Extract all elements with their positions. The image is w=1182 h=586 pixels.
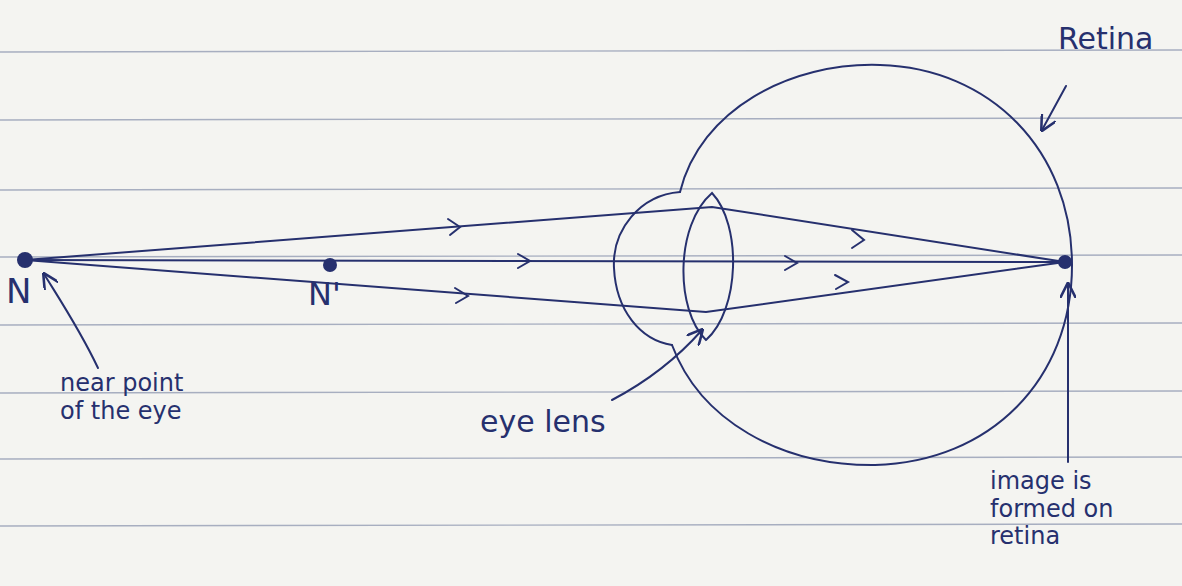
leader-arrow <box>1042 86 1066 130</box>
point-label: N <box>6 272 46 311</box>
light-ray <box>25 207 1065 262</box>
light-ray <box>25 260 1065 262</box>
callout-label: eye lens <box>480 405 630 440</box>
ray-arrow <box>785 256 797 270</box>
eyeball <box>672 65 1072 465</box>
callout-label: near point of the eye <box>60 370 210 425</box>
near-point-dot <box>17 252 33 268</box>
part-label: Retina <box>1058 22 1178 57</box>
leader-arrow <box>1067 284 1069 462</box>
ruled-lines <box>0 50 1182 526</box>
ray-arrow <box>455 288 468 303</box>
leader-arrow <box>612 330 702 400</box>
light-ray <box>25 260 1065 312</box>
ray-arrow <box>835 275 848 289</box>
image-dot <box>1058 255 1072 269</box>
ray-arrow <box>518 254 530 268</box>
callout-label: image is formed on retina <box>990 468 1165 551</box>
cornea <box>614 192 680 345</box>
eye-lens <box>683 193 733 340</box>
leader-arrow <box>44 274 98 368</box>
ray-arrow <box>852 230 864 248</box>
ray-arrow <box>448 219 460 235</box>
object-dot <box>323 258 337 272</box>
point-label: N' <box>308 276 358 313</box>
